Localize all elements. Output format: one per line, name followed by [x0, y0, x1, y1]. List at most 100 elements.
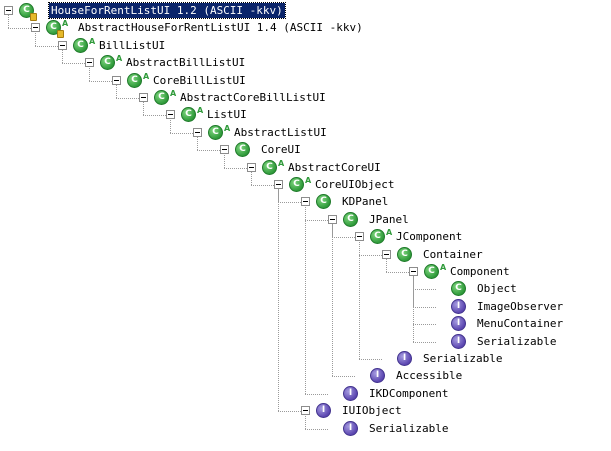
- collapse-toggle[interactable]: [409, 267, 418, 276]
- tree-guide-line: [413, 324, 436, 326]
- tree-guide-line: [170, 132, 193, 134]
- abstract-modifier-icon: A: [143, 71, 150, 81]
- tree-guide-line: [35, 45, 58, 47]
- collapse-toggle[interactable]: [112, 75, 121, 85]
- tree-node-label: Serializable: [477, 334, 557, 348]
- tree-node-label: Serializable: [423, 352, 503, 365]
- tree-guide-line: [197, 135, 198, 151]
- abstract-modifier-icon: A: [440, 263, 447, 272]
- tree-guide-line: [62, 63, 85, 65]
- tree-guide-line: [251, 170, 252, 185]
- tree-guide-line: [251, 185, 274, 186]
- class-icon: C: [343, 211, 358, 227]
- tree-guide-line: [305, 393, 328, 395]
- collapse-toggle[interactable]: [301, 406, 310, 416]
- collapse-toggle[interactable]: [355, 232, 364, 242]
- tree-node[interactable]: I Serializable: [328, 420, 450, 437]
- collapse-toggle[interactable]: [58, 40, 67, 50]
- tree-guide-line: [116, 83, 117, 98]
- tree-guide-line: [143, 101, 144, 116]
- collapse-toggle[interactable]: [328, 214, 337, 224]
- tree-guide-line: [170, 118, 171, 133]
- tree-guide-line: [386, 257, 387, 272]
- tree-node-label: AbstractCoreBillListUI: [180, 91, 326, 104]
- tree-guide-line: [413, 275, 414, 342]
- tree-node[interactable]: C Object: [436, 280, 519, 297]
- class-icon: C: [451, 281, 466, 297]
- collapse-toggle[interactable]: [139, 93, 148, 102]
- tree-node-label: Accessible: [396, 369, 463, 383]
- collapse-toggle[interactable]: [85, 58, 94, 68]
- collapse-toggle[interactable]: [247, 162, 256, 172]
- tree-node-label: CoreBillListUI: [153, 73, 246, 87]
- final-modifier-icon: [57, 30, 64, 39]
- interface-icon: I: [343, 420, 358, 436]
- tree-guide-line: [62, 48, 63, 64]
- tree-guide-line: [35, 31, 36, 46]
- collapse-toggle[interactable]: [166, 110, 175, 120]
- tree-node[interactable]: C JPanel: [328, 211, 411, 228]
- collapse-toggle[interactable]: [31, 23, 40, 33]
- abstract-modifier-icon: A: [62, 19, 69, 29]
- tree-node-label: IKDComponent: [369, 386, 449, 400]
- tree-node-label: Container: [423, 247, 483, 261]
- abstract-modifier-icon: A: [386, 228, 393, 238]
- class-icon: C: [100, 55, 115, 71]
- tree-guide-line: [332, 237, 355, 239]
- class-icon: C: [289, 177, 304, 192]
- tree-node-label: AbstractBillListUI: [126, 56, 246, 70]
- tree-node-label: BillListUI: [99, 38, 166, 52]
- abstract-modifier-icon: A: [224, 123, 231, 133]
- collapse-toggle[interactable]: [4, 6, 13, 15]
- tree-guide-line: [89, 80, 112, 82]
- tree-node-label: CoreUIObject: [315, 178, 395, 191]
- tree-guide-line: [8, 28, 31, 30]
- abstract-modifier-icon: A: [116, 54, 123, 64]
- class-icon: C: [46, 20, 64, 39]
- collapse-toggle[interactable]: [220, 145, 229, 155]
- abstract-modifier-icon: A: [89, 36, 96, 46]
- abstract-modifier-icon: A: [305, 176, 312, 185]
- collapse-toggle[interactable]: [274, 180, 283, 189]
- class-icon: C: [235, 142, 250, 158]
- tree-node-label: Object: [477, 282, 517, 296]
- interface-icon: I: [316, 403, 331, 419]
- collapse-toggle[interactable]: [382, 249, 391, 259]
- tree-node-label: Component: [450, 265, 510, 278]
- tree-node-label: JPanel: [369, 212, 409, 226]
- collapse-toggle[interactable]: [193, 127, 202, 137]
- tree-guide-line: [197, 150, 220, 152]
- interface-icon: I: [451, 298, 466, 314]
- collapse-toggle[interactable]: [301, 197, 310, 207]
- tree-node-label: ListUI: [207, 108, 247, 122]
- tree-guide-line: [359, 254, 382, 256]
- tree-node-label: Serializable: [369, 421, 449, 435]
- class-icon: C: [73, 37, 88, 53]
- tree-guide-line: [359, 240, 360, 359]
- tree-guide-line: [305, 428, 328, 430]
- tree-node-label: JComponent: [396, 230, 463, 244]
